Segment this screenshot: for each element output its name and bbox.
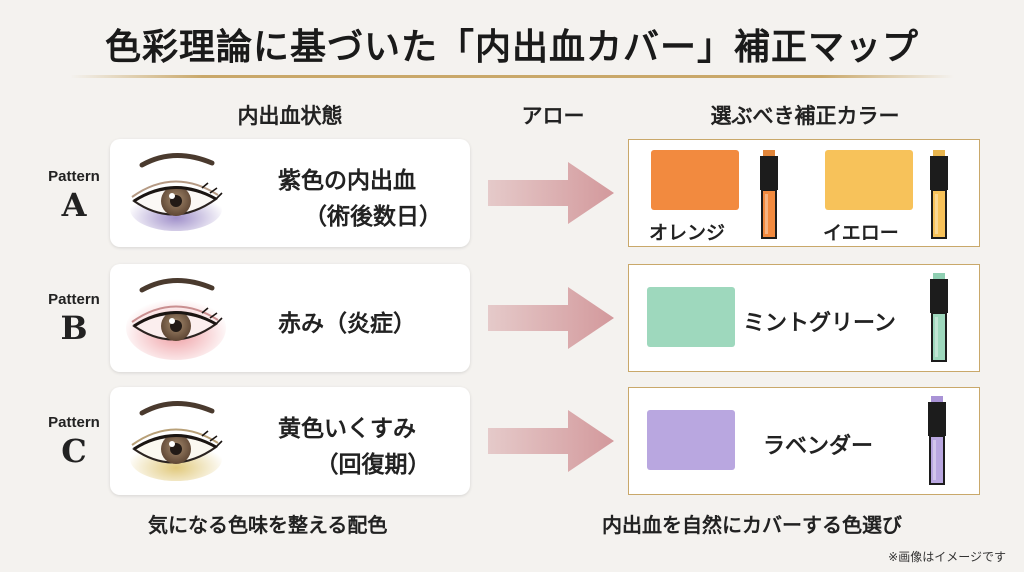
pattern-c-letter: C	[61, 432, 87, 470]
pattern-b-letter: B	[60, 309, 88, 347]
image-note: ※画像はイメージです	[888, 550, 1006, 564]
title-divider	[70, 75, 954, 78]
header-arrow: アロー	[521, 104, 585, 128]
arrow-right-icon-b	[488, 287, 614, 349]
page-title: 色彩理論に基づいた「内出血カバー」補正マップ	[104, 27, 919, 68]
swatch-yellow	[825, 150, 913, 210]
color-name-lavender: ラベンダー	[763, 434, 874, 459]
condition-text-b1: 赤み（炎症）	[278, 311, 416, 337]
concealer-tube-orange-icon	[760, 150, 778, 239]
header-condition: 内出血状態	[237, 104, 343, 128]
condition-card-a: 紫色の内出血 （術後数日）	[110, 139, 470, 247]
pattern-c-label: Pattern	[48, 414, 100, 431]
correction-panel-c: ラベンダー	[628, 387, 980, 495]
color-name-mint-green: ミントグリーン	[743, 311, 896, 336]
condition-text-a2: （術後数日）	[304, 204, 442, 230]
pattern-b-label: Pattern	[48, 291, 100, 308]
eye-redness-icon	[126, 277, 226, 360]
condition-text-a1: 紫色の内出血	[278, 168, 416, 194]
condition-card-c: 黄色いくすみ （回復期）	[110, 387, 470, 495]
color-name-orange: オレンジ	[649, 222, 726, 244]
correction-panel-b: ミントグリーン	[628, 264, 980, 372]
swatch-mint-green	[647, 287, 735, 347]
color-name-yellow: イエロー	[823, 222, 899, 244]
eye-bruise-purple-icon	[130, 152, 223, 231]
pattern-a-letter: A	[61, 186, 87, 224]
arrow-right-icon-a	[488, 162, 614, 224]
correction-panel-a: オレンジ イエロー	[628, 139, 980, 247]
concealer-tube-lavender-icon	[928, 396, 946, 485]
pattern-a-label: Pattern	[48, 168, 100, 185]
concealer-tube-mint-icon	[930, 273, 948, 362]
condition-card-b: 赤み（炎症）	[110, 264, 470, 372]
swatch-lavender	[647, 410, 735, 470]
concealer-tube-yellow-icon	[930, 150, 948, 239]
caption-right: 内出血を自然にカバーする色選び	[602, 513, 902, 537]
header-correction-color: 選ぶべき補正カラー	[710, 104, 900, 128]
arrow-right-icon-c	[488, 410, 614, 472]
condition-text-c2: （回復期）	[315, 452, 431, 478]
swatch-orange	[651, 150, 739, 210]
caption-left: 気になる色味を整える配色	[148, 513, 388, 537]
eye-yellow-dullness-icon	[130, 400, 223, 481]
condition-text-c1: 黄色いくすみ	[278, 416, 416, 442]
